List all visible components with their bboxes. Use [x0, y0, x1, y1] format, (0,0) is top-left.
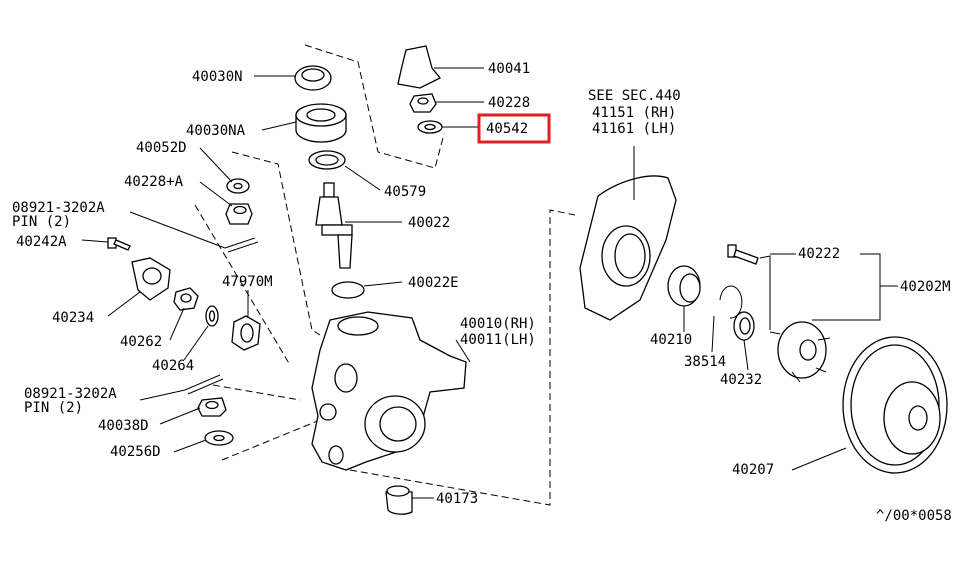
dashed-group-lines	[194, 44, 576, 506]
label-40242A[interactable]: 40242A	[16, 234, 67, 250]
label-40030NA[interactable]: 40030NA	[186, 123, 246, 139]
highlight-box	[477, 113, 551, 144]
label-40232[interactable]: 40232	[720, 372, 762, 388]
seal-40579	[308, 150, 346, 170]
boot-40041	[397, 45, 442, 89]
label-40052D[interactable]: 40052D	[136, 140, 187, 156]
label-40022E[interactable]: 40022E	[408, 275, 459, 291]
label-40038D[interactable]: 40038D	[98, 418, 149, 434]
part-labels: 40030N 40030NA 40052D 40228+A 08921-3202…	[12, 61, 952, 524]
washer-40256D	[204, 430, 234, 446]
baffle-41151	[579, 175, 677, 321]
label-40234[interactable]: 40234	[52, 310, 94, 326]
ring-40022E	[331, 281, 365, 299]
pin-2	[184, 374, 224, 395]
washer-40264	[205, 305, 219, 327]
bearing-40030N	[294, 65, 332, 91]
label-41151[interactable]: 41151 (RH)	[592, 105, 676, 121]
bump-40173	[385, 485, 413, 515]
label-40030N[interactable]: 40030N	[192, 69, 243, 85]
nut-40038D	[197, 397, 227, 417]
label-40262[interactable]: 40262	[120, 334, 162, 350]
washer-40052D	[226, 178, 250, 194]
label-40228A[interactable]: 40228+A	[124, 174, 184, 190]
nut-40262	[173, 287, 199, 311]
label-40542[interactable]: 40542	[486, 121, 528, 137]
label-pin1-qty: PIN (2)	[12, 214, 71, 230]
label-pin1-code[interactable]: 08921-3202A	[12, 200, 105, 216]
label-47970M[interactable]: 47970M	[222, 274, 273, 290]
figure-reference: ^/00*0058	[876, 508, 952, 524]
nut-47970M	[231, 315, 261, 351]
label-40207[interactable]: 40207	[732, 462, 774, 478]
housing-40234	[131, 257, 171, 301]
pin-1	[224, 237, 259, 253]
ball-joint-40022	[315, 182, 353, 269]
bearing-40030NA	[295, 103, 347, 143]
label-40256D[interactable]: 40256D	[110, 444, 161, 460]
label-40022[interactable]: 40022	[408, 215, 450, 231]
knuckle-40010	[311, 311, 467, 471]
label-40041[interactable]: 40041	[488, 61, 530, 77]
bolt-40242A	[107, 237, 131, 251]
seal-40232	[733, 311, 755, 341]
label-40222[interactable]: 40222	[798, 246, 840, 262]
label-40173[interactable]: 40173	[436, 491, 478, 507]
bolt-40222	[727, 244, 759, 265]
label-41161[interactable]: 41161 (LH)	[592, 121, 676, 137]
nut-40228A	[225, 203, 253, 225]
washer-40542	[417, 120, 443, 134]
label-40202M[interactable]: 40202M	[900, 279, 951, 295]
bearing-40210	[667, 265, 701, 307]
label-38514[interactable]: 38514	[684, 354, 726, 370]
rotor-40207	[842, 336, 948, 474]
leader-lines	[81, 67, 898, 499]
label-pin2-qty: PIN (2)	[24, 400, 83, 416]
snap-ring-38514	[719, 285, 743, 319]
hub-40202M	[769, 321, 831, 383]
label-40011[interactable]: 40011(LH)	[460, 332, 536, 348]
nut-40228	[409, 93, 437, 113]
label-pin2-code[interactable]: 08921-3202A	[24, 386, 117, 402]
label-40228[interactable]: 40228	[488, 95, 530, 111]
label-40579[interactable]: 40579	[384, 184, 426, 200]
label-40210[interactable]: 40210	[650, 332, 692, 348]
label-40264[interactable]: 40264	[152, 358, 194, 374]
label-40010[interactable]: 40010(RH)	[460, 316, 536, 332]
label-see-sec[interactable]: SEE SEC.440	[588, 88, 681, 104]
